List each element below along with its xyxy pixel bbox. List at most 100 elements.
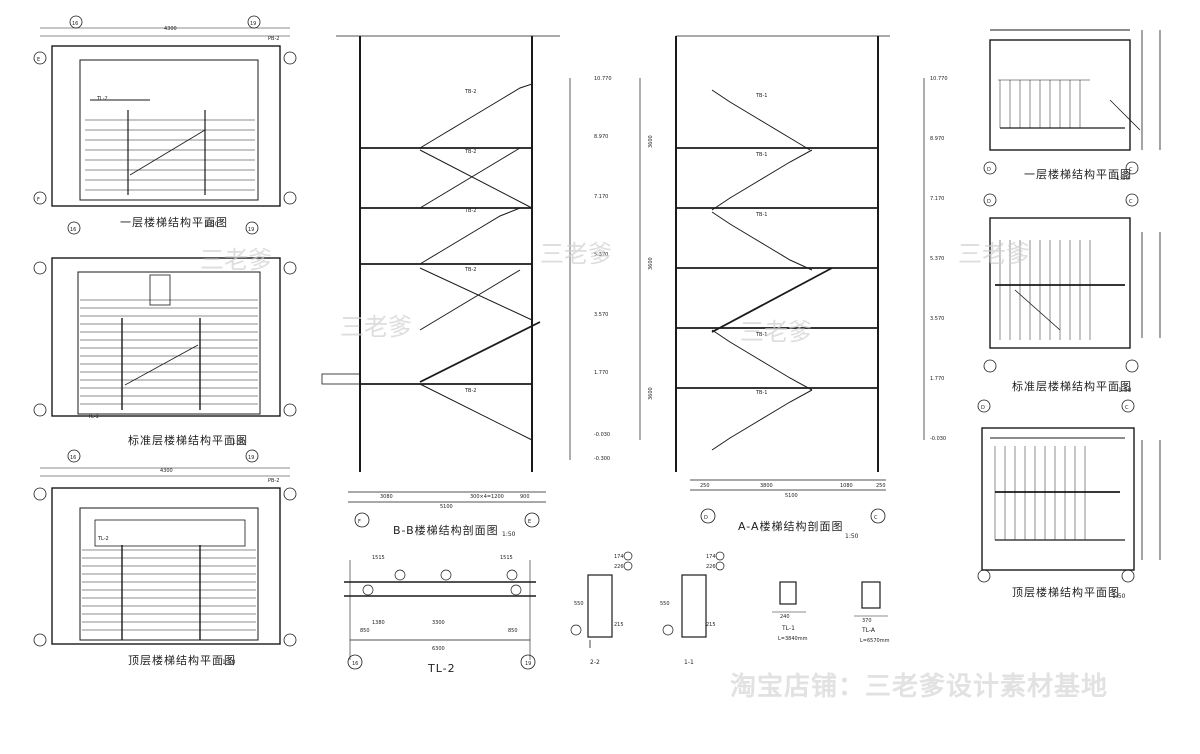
section-aa-dim-4: 250	[876, 483, 886, 489]
section-aa-tb-1: TB-1	[755, 93, 767, 99]
plan-top-title: 顶层楼梯结构平面图	[128, 653, 236, 667]
detail-section-2-2	[570, 551, 633, 648]
detail-tl2	[344, 560, 536, 670]
plan-first-label-pb2: PB-2	[268, 36, 279, 42]
detail-section-1-1	[662, 551, 725, 638]
section-aa-tb-5: TB-1	[755, 390, 767, 396]
section-aa	[639, 35, 925, 524]
section-aa-dim-3: 1080	[840, 483, 853, 489]
plan-top-axis-16: 16	[70, 455, 76, 461]
section-bb-elev-2: 8.970	[594, 134, 608, 140]
plan-top-axis-19: 19	[248, 455, 254, 461]
section-bb-dim-3: 900	[520, 494, 530, 500]
detail-tla-sub: L=6570mm	[860, 638, 890, 644]
section-aa-tb-4: TB-1	[755, 332, 767, 338]
detail-22-dim-4: 215	[614, 622, 624, 628]
detail-tl2-dim-5: 6300	[432, 646, 445, 652]
section-aa-height-2: 3600	[648, 257, 654, 270]
right-plan-first-axis-c: C	[1129, 167, 1133, 173]
watermark-5: 三老爹	[958, 240, 1030, 268]
detail-11-title: 1-1	[684, 659, 694, 666]
section-bb-axis-e: E	[528, 519, 531, 525]
plan-standard-label-tl1: TL-1	[87, 414, 99, 420]
detail-tl1-dim: 240	[780, 614, 790, 620]
section-bb	[321, 35, 571, 528]
section-aa-elev-3: 7.170	[930, 196, 944, 202]
detail-tla	[854, 581, 888, 617]
plan-first-scale: 1:50	[205, 221, 219, 228]
plan-first-label-tl2: TL-2	[96, 96, 108, 102]
plan-top-scale: 1:50	[222, 659, 236, 666]
plan-top-dim: 4300	[160, 468, 173, 474]
section-aa-total: 5100	[785, 493, 798, 499]
right-plan-first	[983, 29, 1161, 175]
right-plan-top-axis-d: D	[981, 405, 985, 411]
detail-tl2-title: TL-2	[427, 662, 456, 675]
right-plan-standard-title: 标准层楼梯结构平面图	[1012, 379, 1132, 393]
section-bb-axis-f: F	[358, 519, 361, 525]
detail-tl1-title: TL-1	[781, 625, 795, 632]
right-plan-top-title: 顶层楼梯结构平面图	[1012, 585, 1120, 599]
plan-first-floor	[33, 15, 297, 207]
detail-tla-title: TL-A	[861, 627, 876, 634]
watermark-1: 三老爹	[200, 246, 272, 274]
detail-11-dim-1: 174	[706, 554, 716, 560]
plan-first-dim: 4300	[164, 26, 177, 32]
section-aa-tb-3: TB-1	[755, 212, 767, 218]
right-plan-top-axis-c: C	[1125, 405, 1129, 411]
section-aa-elev-4: 5.370	[930, 256, 944, 262]
watermark-4: 三老爹	[740, 318, 812, 346]
plan-first-axis-f: F	[37, 197, 40, 203]
section-bb-elev-1: 10.770	[594, 76, 612, 82]
plan-standard-floor	[33, 221, 297, 417]
section-aa-elev-2: 8.970	[930, 136, 944, 142]
section-bb-elev-3: 7.170	[594, 194, 608, 200]
section-bb-tb-5: TB-2	[464, 388, 476, 394]
detail-tl2-axis-19: 19	[525, 661, 531, 667]
detail-22-dim-1: 174	[614, 554, 624, 560]
section-bb-tb-4: TB-2	[464, 267, 476, 273]
plan-standard-scale: 1:50	[232, 439, 246, 446]
detail-tla-dim: 370	[862, 618, 872, 624]
section-aa-elev-1: 10.770	[930, 76, 948, 82]
section-bb-tb-2: TB-2	[464, 149, 476, 155]
section-bb-tb-1: TB-2	[464, 89, 476, 95]
detail-tl2-dim-1: 1515	[372, 555, 385, 561]
section-aa-dim-1: 250	[700, 483, 710, 489]
section-bb-total: 5100	[440, 504, 453, 510]
detail-tl1	[772, 581, 806, 613]
section-aa-elev-6: 1.770	[930, 376, 944, 382]
detail-11-dim-3: 550	[660, 601, 670, 607]
section-aa-elev-7: -0.030	[930, 436, 946, 442]
section-aa-height-1: 3600	[648, 135, 654, 148]
detail-11-dim-4: 215	[706, 622, 716, 628]
watermark-2: 三老爹	[340, 313, 412, 341]
detail-22-dim-2: 226	[614, 564, 624, 570]
right-plan-standard-axis-c: C	[1129, 199, 1133, 205]
detail-tl1-sub: L=3840mm	[778, 636, 808, 642]
right-plan-first-axis-d: D	[987, 167, 991, 173]
detail-11-dim-2: 226	[706, 564, 716, 570]
right-plan-standard	[983, 193, 1161, 373]
section-aa-elev-5: 3.570	[930, 316, 944, 322]
detail-tl2-dim-4: 3300	[432, 620, 445, 626]
section-bb-elev-4: 5.370	[594, 252, 608, 258]
plan-first-title: 一层楼梯结构平面图	[120, 215, 228, 229]
plan-first-axis-19: 19	[250, 21, 256, 27]
section-aa-title: A-A楼梯结构剖面图	[738, 519, 844, 533]
section-bb-tb-3: TB-2	[464, 208, 476, 214]
detail-22-dim-3: 550	[574, 601, 584, 607]
watermark-3: 三老爹	[540, 240, 612, 268]
section-aa-axis-d: D	[704, 515, 708, 521]
plan-top-floor	[33, 449, 297, 647]
detail-22-title: 2-2	[590, 659, 600, 666]
plan-top-label-tl2: TL-2	[97, 536, 109, 542]
detail-tl2-dim-7: 850	[508, 628, 518, 634]
section-bb-dim-1: 3080	[380, 494, 393, 500]
shop-banner: 淘宝店铺：三老爹设计素材基地	[730, 671, 1108, 702]
section-aa-scale: 1:50	[845, 533, 859, 540]
detail-tl2-dim-3: 1380	[372, 620, 385, 626]
plan-standard-title: 标准层楼梯结构平面图	[128, 433, 248, 447]
detail-tl2-axis-16: 16	[352, 661, 358, 667]
plan-first-axis-e: E	[37, 57, 40, 63]
